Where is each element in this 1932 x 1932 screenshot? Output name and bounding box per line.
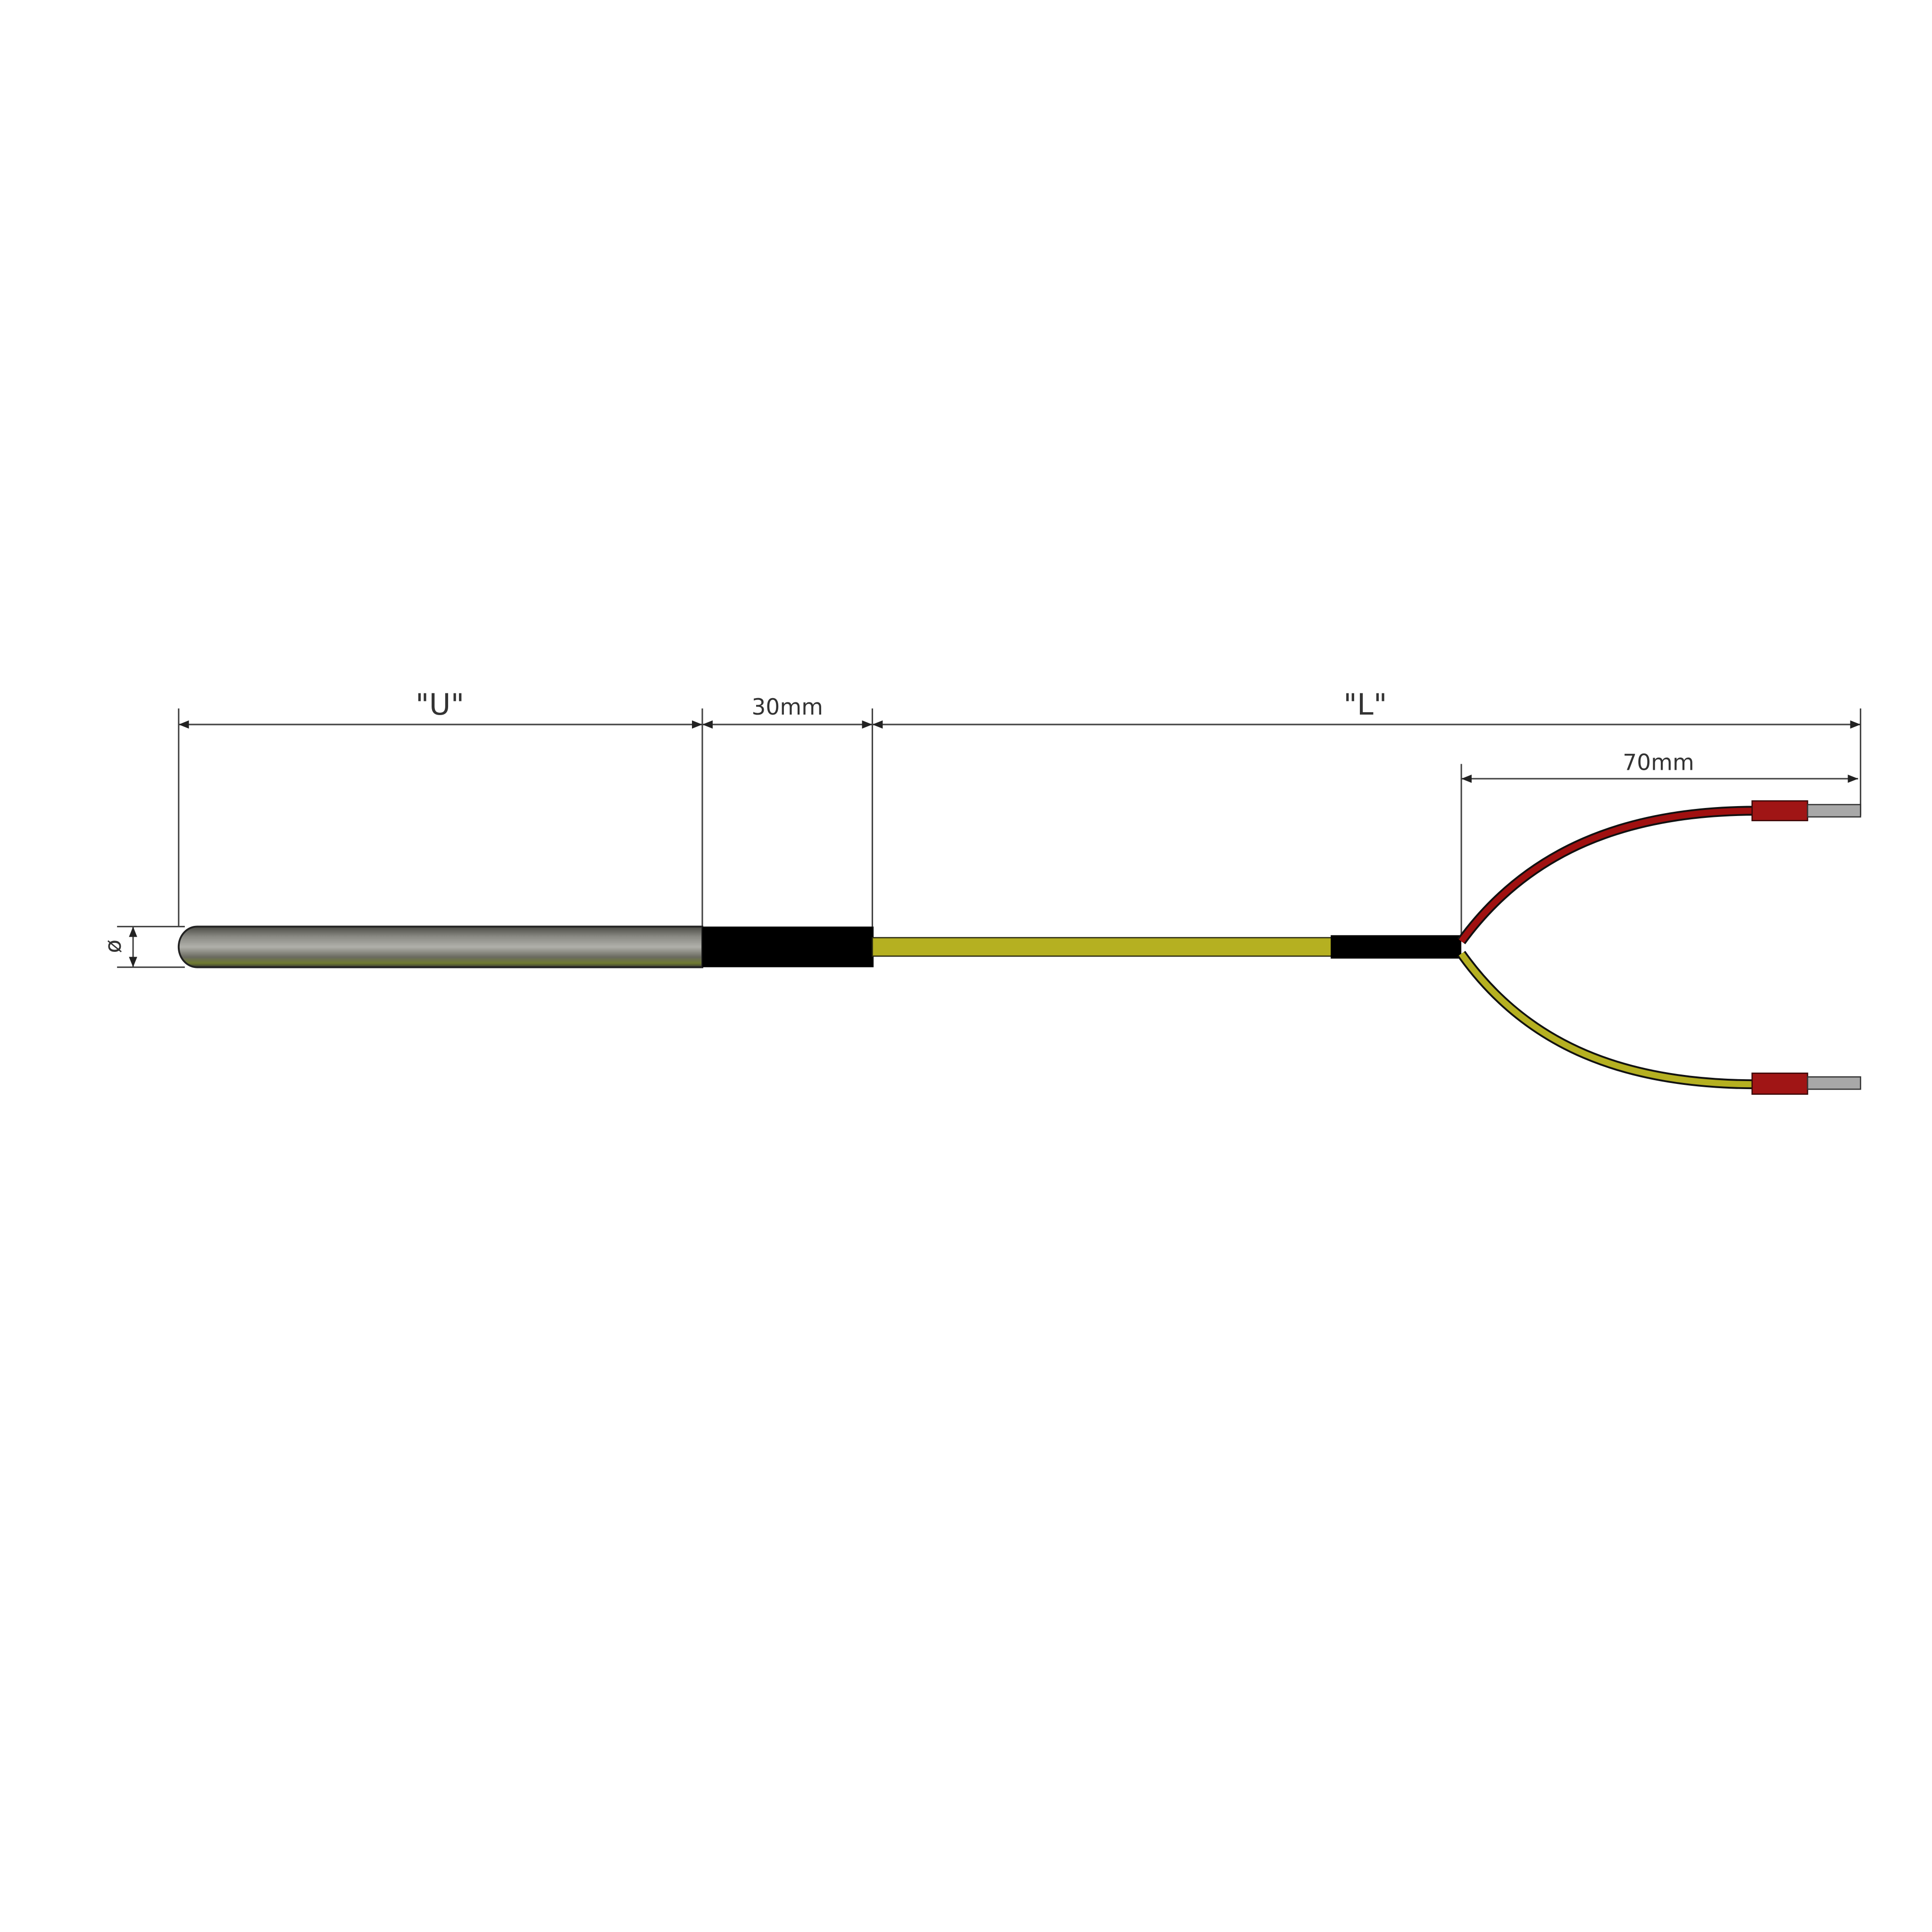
- yellow-wire-ferrule: [1751, 1072, 1808, 1095]
- diameter-label: ø: [100, 940, 126, 953]
- extension-lines: [117, 708, 1862, 968]
- red-wire-ferrule: [1751, 800, 1808, 822]
- yellow-wire-pin: [1807, 1076, 1861, 1090]
- cable: [872, 937, 1334, 957]
- l-length-label: "L": [1343, 687, 1387, 722]
- transition-sleeve: [702, 926, 874, 967]
- sleeve-length-label: 30mm: [752, 694, 823, 720]
- u-length-label: "U": [416, 687, 465, 722]
- split-sleeve: [1331, 935, 1462, 959]
- lead-length-label: 70mm: [1623, 750, 1694, 776]
- probe-sheath: [177, 925, 703, 968]
- red-wire-pin: [1807, 804, 1861, 818]
